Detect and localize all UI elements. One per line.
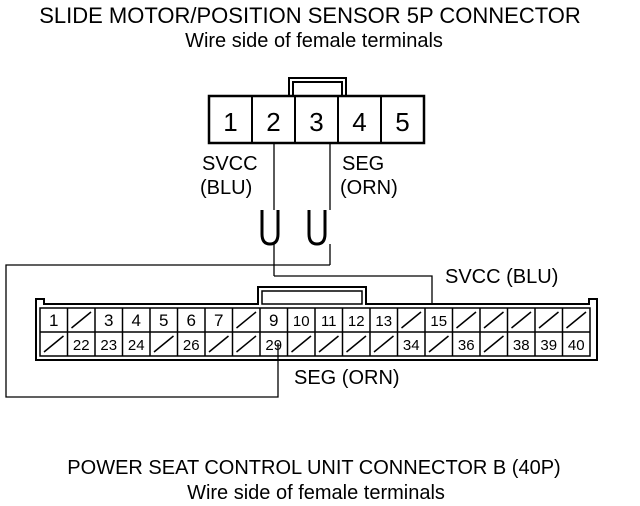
wires [5, 143, 433, 398]
pin-7: 7 [214, 311, 223, 330]
pin-36: 36 [458, 337, 475, 354]
empty-cavity-row2-15 [428, 335, 449, 353]
pin-38: 38 [513, 337, 530, 354]
empty-cavity-row2-10 [291, 335, 312, 353]
empty-cavity-row2-1 [43, 335, 64, 353]
pin-13: 13 [375, 313, 392, 330]
seg-label-top: SEG [342, 153, 384, 175]
pin-24: 24 [128, 337, 145, 354]
pin-23: 23 [100, 337, 117, 354]
blu-label-top: (BLU) [200, 177, 252, 199]
empty-cavity-row2-8 [236, 335, 257, 353]
pin-4: 4 [132, 311, 141, 330]
pin-12: 12 [348, 313, 365, 330]
empty-cavity-row2-5 [153, 335, 174, 353]
empty-cavity-row1-8 [236, 311, 257, 329]
pin-29: 29 [265, 337, 282, 354]
top-pin-5: 5 [395, 107, 409, 137]
empty-cavity-row2-7 [208, 335, 229, 353]
empty-cavity-row1-18 [511, 311, 532, 329]
pin-34: 34 [403, 337, 420, 354]
slide-motor-connector: 1 2 3 4 5 [207, 77, 426, 145]
pin-9: 9 [269, 311, 278, 330]
bottom-connector-subtitle: Wire side of female terminals [187, 482, 445, 504]
pin-26: 26 [183, 337, 200, 354]
empty-cavity-row2-11 [318, 335, 339, 353]
top-pin-2: 2 [266, 107, 280, 137]
empty-cavity-row2-12 [346, 335, 367, 353]
pin-1: 1 [49, 311, 58, 330]
empty-cavity-row1-2 [71, 311, 92, 329]
svcc-label-bottom: SVCC (BLU) [445, 266, 558, 288]
pin-11: 11 [321, 313, 337, 330]
top-pin-1: 1 [223, 107, 237, 137]
pin-39: 39 [540, 337, 557, 354]
pin-10: 10 [293, 313, 310, 330]
orn-label-top: (ORN) [340, 177, 398, 199]
top-connector-title: SLIDE MOTOR/POSITION SENSOR 5P CONNECTOR [39, 3, 581, 28]
empty-cavity-row1-20 [566, 311, 587, 329]
empty-cavity-row2-13 [373, 335, 394, 353]
pin-22: 22 [73, 337, 90, 354]
empty-cavity-row2-17 [483, 335, 504, 353]
empty-cavity-row1-19 [538, 311, 559, 329]
pin-6: 6 [187, 311, 196, 330]
pin-3: 3 [104, 311, 113, 330]
pin-5: 5 [159, 311, 168, 330]
empty-cavity-row1-14 [401, 311, 422, 329]
empty-cavity-row1-17 [483, 311, 504, 329]
svcc-label-top: SVCC [202, 153, 258, 175]
pin-15: 15 [430, 313, 447, 330]
bottom-connector-title: POWER SEAT CONTROL UNIT CONNECTOR B (40P… [67, 457, 561, 479]
pin-40: 40 [568, 337, 585, 354]
top-pin-3: 3 [309, 107, 323, 137]
empty-cavity-row1-16 [456, 311, 477, 329]
top-pin-4: 4 [352, 107, 366, 137]
seg-label-bottom: SEG (ORN) [294, 367, 400, 389]
top-connector-subtitle: Wire side of female terminals [185, 30, 443, 52]
